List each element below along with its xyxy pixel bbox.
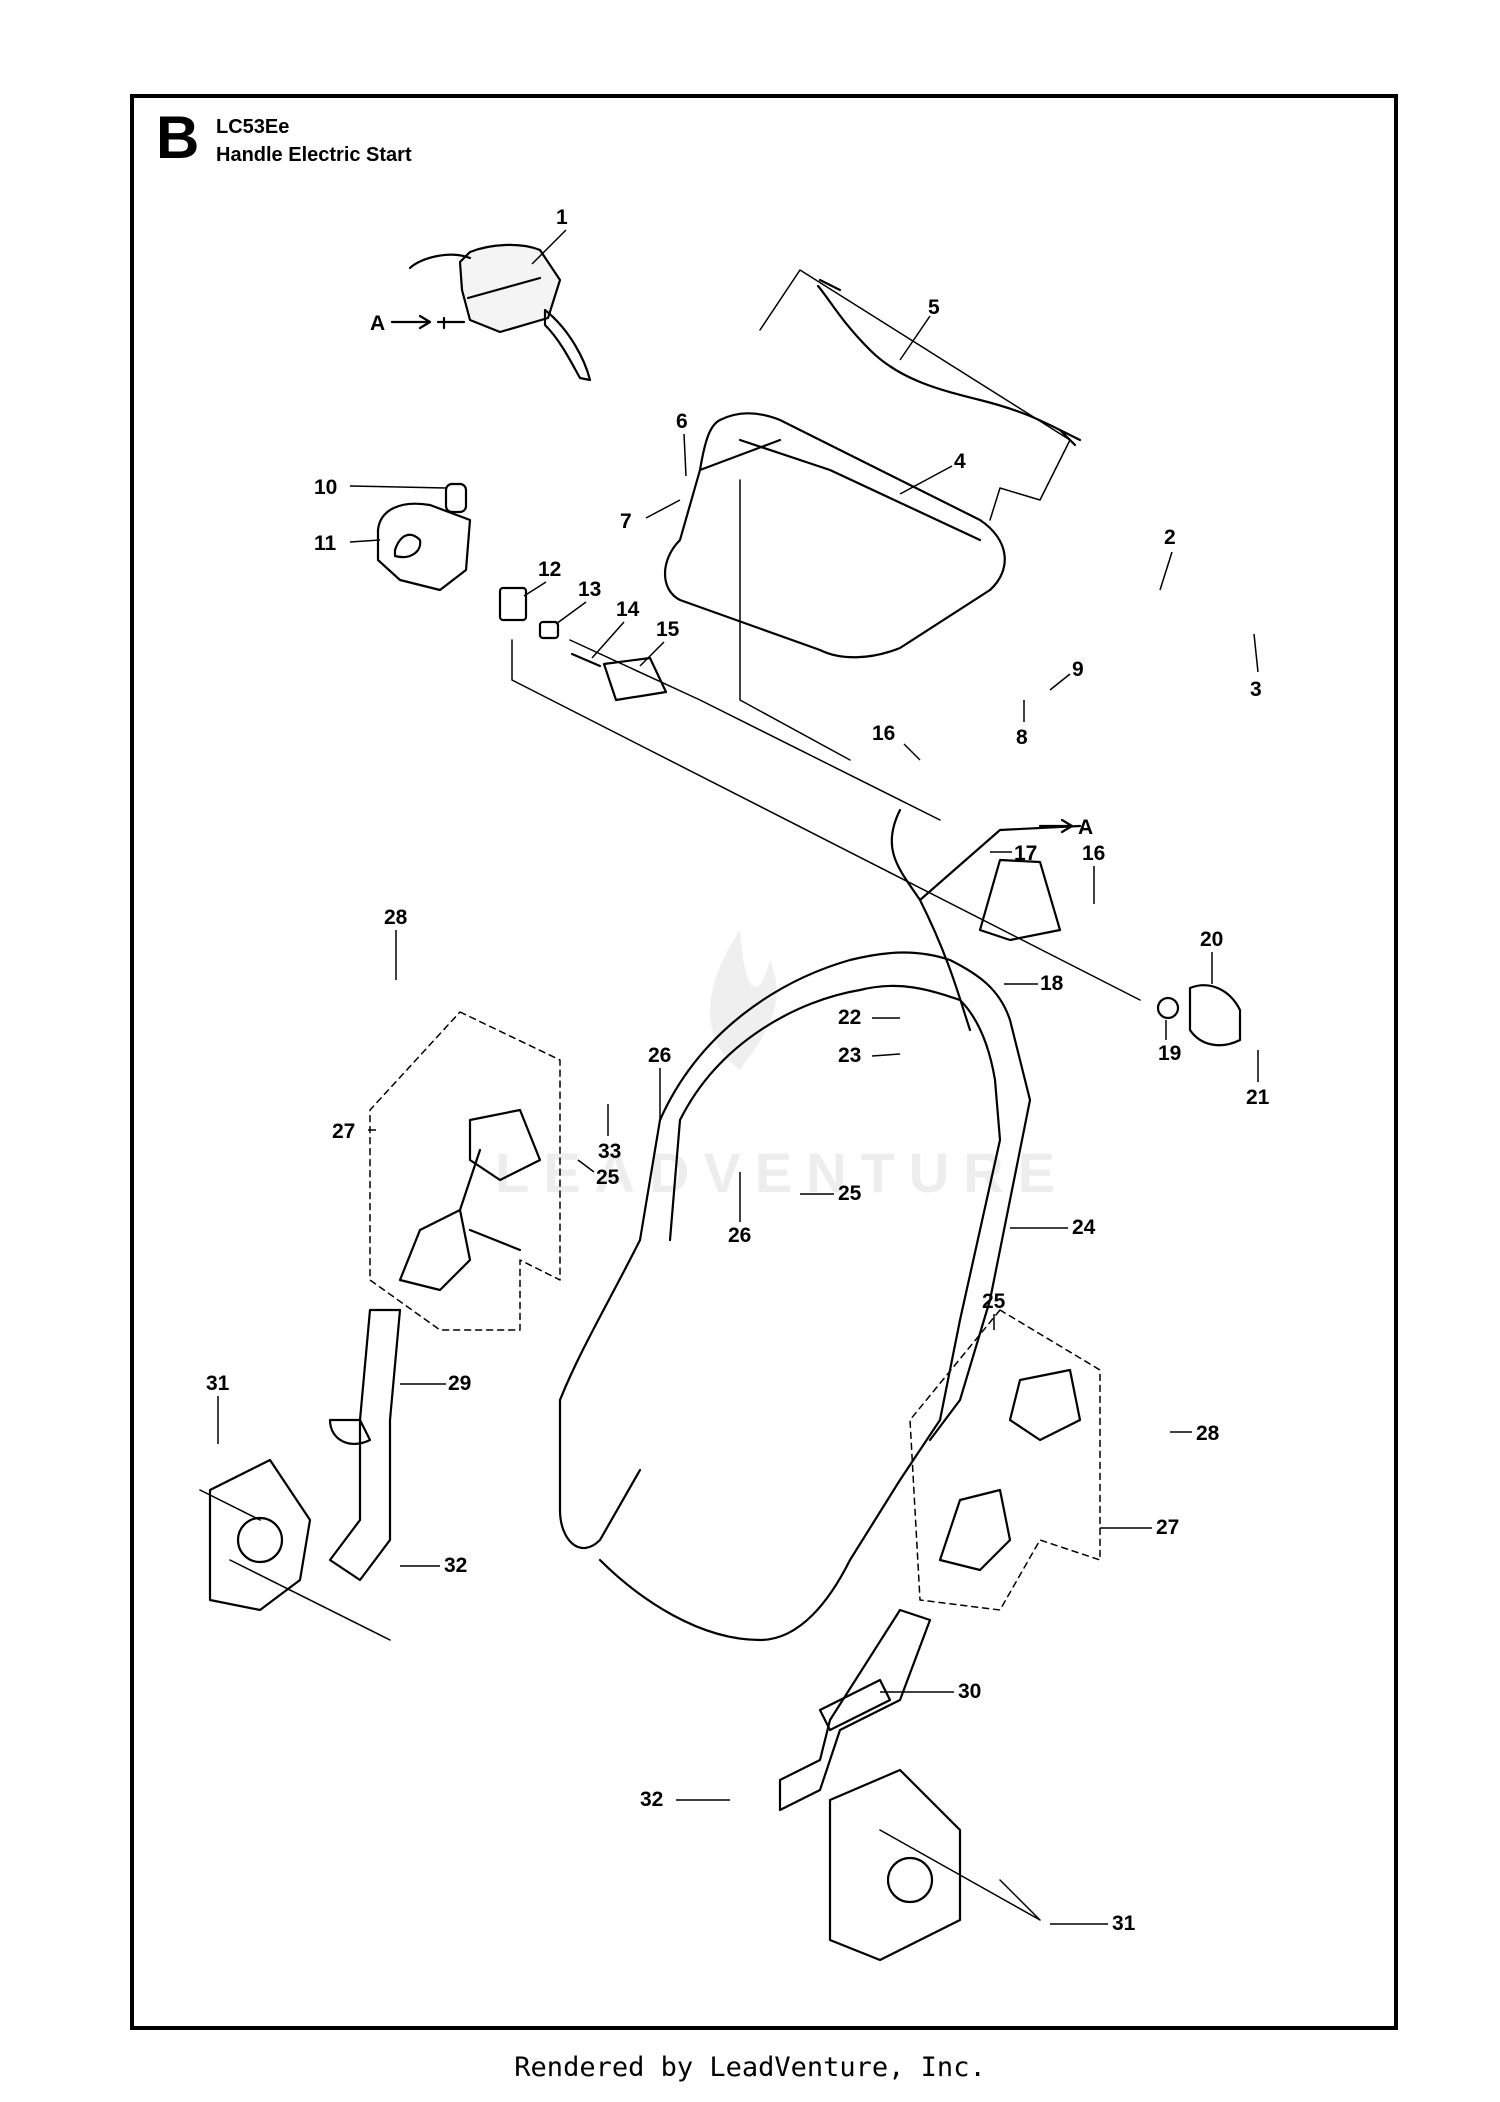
callout-label: 19 bbox=[1158, 1042, 1181, 1065]
diagram-frame bbox=[130, 94, 1398, 2030]
callout-label: 25 bbox=[982, 1290, 1006, 1313]
callout-label: 15 bbox=[656, 618, 680, 641]
footer-credit: Rendered by LeadVenture, Inc. bbox=[514, 2052, 986, 2083]
callout-label: 29 bbox=[448, 1372, 471, 1395]
upper-handle-part bbox=[560, 450, 990, 688]
left-assembly-box bbox=[369, 1011, 561, 1331]
diagram-title: Handle Electric Start bbox=[216, 144, 412, 166]
right-assembly-box bbox=[909, 1309, 1101, 1611]
switch-housing-part bbox=[376, 482, 472, 592]
callout-label: 2 bbox=[1164, 526, 1176, 549]
callout-label: 24 bbox=[1072, 1216, 1096, 1239]
model-name: LC53Ee bbox=[216, 116, 290, 138]
callout-label: 23 bbox=[838, 1044, 861, 1067]
callout-label: 12 bbox=[538, 558, 561, 581]
arrow-a-left bbox=[390, 314, 432, 330]
callout-label: 16 bbox=[1082, 842, 1105, 865]
lower-handle-part bbox=[638, 951, 1032, 1442]
callout-label: 25 bbox=[838, 1182, 862, 1205]
section-letter: B bbox=[156, 104, 200, 171]
callout-label: 13 bbox=[578, 578, 601, 601]
callout-label: 9 bbox=[1072, 658, 1084, 681]
callout-label: 21 bbox=[1246, 1086, 1270, 1109]
watermark-text: LEADVENTURE bbox=[495, 1141, 1070, 1204]
callout-label: 31 bbox=[206, 1372, 230, 1395]
callout-label: 27 bbox=[332, 1120, 355, 1143]
wheel-plate-part bbox=[828, 1768, 962, 1962]
callout-label: A bbox=[370, 312, 385, 335]
callout-label: A bbox=[1078, 816, 1093, 839]
callout-label: 7 bbox=[620, 510, 632, 533]
callout-label: 28 bbox=[1196, 1422, 1220, 1445]
switch-part bbox=[498, 586, 528, 622]
callout-label: 1 bbox=[556, 206, 568, 229]
callout-label: 8 bbox=[1016, 726, 1028, 749]
callout-label: 20 bbox=[1200, 928, 1223, 951]
callout-label: 10 bbox=[314, 476, 337, 499]
cable-part bbox=[816, 278, 1082, 447]
callout-label: 14 bbox=[616, 598, 640, 621]
bracket-part bbox=[602, 656, 668, 702]
callout-label: 31 bbox=[1112, 1912, 1136, 1935]
callout-labels: 1 2 3 4 5 6 7 8 9 10 11 12 13 14 15 16 1… bbox=[206, 206, 1270, 1935]
wheel-plate-part bbox=[208, 1458, 312, 1612]
callout-label: 18 bbox=[1040, 972, 1064, 995]
callout-label: 32 bbox=[640, 1788, 663, 1811]
bolt-part bbox=[570, 652, 602, 668]
height-adjust-bracket-part bbox=[398, 1108, 542, 1292]
callout-label: 32 bbox=[444, 1554, 467, 1577]
control-panel-part bbox=[408, 243, 592, 382]
callout-label: 33 bbox=[598, 1140, 621, 1163]
callout-label: 16 bbox=[872, 722, 895, 745]
washer-part bbox=[1156, 996, 1180, 1020]
height-adjust-bracket-part bbox=[938, 1368, 1082, 1572]
callout-label: 6 bbox=[676, 410, 688, 433]
axle-bar-part bbox=[328, 1308, 402, 1582]
callout-label: 11 bbox=[314, 532, 337, 555]
knob-part bbox=[1188, 984, 1242, 1047]
wire-harness-part bbox=[890, 808, 1082, 1032]
callout-label: 28 bbox=[384, 906, 408, 929]
callout-label: 27 bbox=[1156, 1516, 1179, 1539]
callout-label: 4 bbox=[954, 450, 966, 473]
callout-label: 5 bbox=[928, 296, 940, 319]
callout-label: 26 bbox=[728, 1224, 751, 1247]
callout-label: 30 bbox=[958, 1680, 981, 1703]
callout-label: 22 bbox=[838, 1006, 861, 1029]
callout-label: 17 bbox=[1014, 842, 1037, 865]
callout-label: 3 bbox=[1250, 678, 1262, 701]
axle-bar-part bbox=[778, 1608, 932, 1812]
arrow-a-right bbox=[1038, 818, 1074, 834]
callout-label: 26 bbox=[648, 1044, 671, 1067]
mount-bracket-part bbox=[978, 858, 1062, 942]
clip-part bbox=[538, 620, 560, 640]
callout-label: 25 bbox=[596, 1166, 620, 1189]
watermark-flame-icon bbox=[710, 930, 777, 1070]
